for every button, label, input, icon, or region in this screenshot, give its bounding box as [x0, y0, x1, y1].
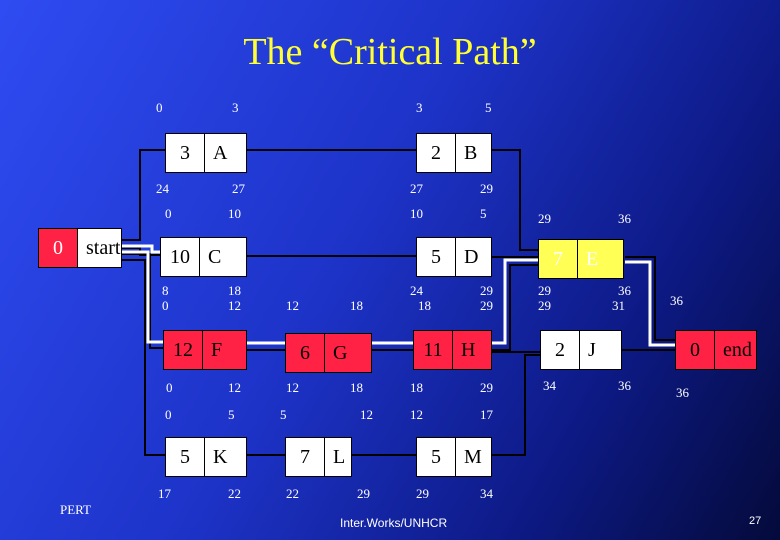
K-es: 0 — [165, 407, 172, 422]
node-E-label: E — [586, 247, 599, 270]
end-time-top: 36 — [670, 293, 683, 308]
node-J[interactable]: 2 J — [540, 330, 622, 370]
M-ef: 17 — [480, 407, 493, 422]
C-ef: 10 — [228, 206, 241, 221]
node-D[interactable]: 5 D — [416, 237, 492, 277]
node-E-duration: 7 — [539, 240, 578, 278]
M-es: 12 — [410, 407, 423, 422]
B-ls: 27 — [410, 181, 423, 196]
M-lf: 34 — [480, 486, 493, 501]
B-lf: 29 — [480, 181, 493, 196]
L-ls: 22 — [286, 486, 299, 501]
C-lf: 18 — [228, 283, 241, 298]
A-es: 0 — [156, 100, 163, 115]
node-M-duration: 5 — [417, 438, 456, 476]
F-es: 0 — [166, 380, 173, 395]
node-M[interactable]: 5 M — [416, 437, 492, 477]
K-ls: 17 — [158, 486, 171, 501]
node-H[interactable]: 11 H — [413, 330, 492, 370]
node-C-duration: 10 — [161, 238, 200, 276]
node-A-duration: 3 — [166, 134, 205, 172]
node-L-duration: 7 — [286, 438, 325, 476]
L-lf: 29 — [357, 486, 370, 501]
D-lf2: 29 — [480, 298, 493, 313]
footer-label-pert: PERT — [60, 502, 92, 517]
L-es: 5 — [280, 407, 287, 422]
node-K-duration: 5 — [166, 438, 205, 476]
node-G-label: G — [333, 341, 348, 364]
node-B-duration: 2 — [417, 134, 456, 172]
node-L[interactable]: 7 L — [285, 437, 352, 477]
D-ls: 24 — [410, 283, 423, 298]
node-F-duration: 12 — [164, 331, 203, 369]
node-C[interactable]: 10 C — [160, 237, 247, 277]
G-es: 12 — [286, 298, 299, 313]
E-ls: 29 — [538, 283, 551, 298]
node-K[interactable]: 5 K — [165, 437, 247, 477]
footer-organization: Inter.Works/UNHCR — [340, 516, 448, 530]
K-ef: 5 — [228, 407, 235, 422]
node-K-label: K — [213, 445, 228, 468]
M-ls: 29 — [416, 486, 429, 501]
G-ef2: 18 — [350, 380, 363, 395]
A-ls: 24 — [156, 181, 169, 196]
E-es: 29 — [538, 211, 551, 226]
G-ef: 18 — [350, 298, 363, 313]
node-G[interactable]: 6 G — [285, 333, 372, 373]
node-F-label: F — [211, 338, 223, 361]
L-ef: 12 — [360, 407, 373, 422]
C-ls2: 0 — [162, 298, 169, 313]
node-A-label: A — [213, 141, 228, 164]
C-ls: 8 — [162, 283, 169, 298]
node-G-duration: 6 — [286, 334, 325, 372]
E-lf2: 31 — [612, 298, 625, 313]
G-es2: 12 — [286, 380, 299, 395]
node-end[interactable]: 0 end — [675, 330, 757, 370]
node-D-duration: 5 — [417, 238, 456, 276]
node-B[interactable]: 2 B — [416, 133, 492, 173]
E-lf: 36 — [618, 283, 631, 298]
C-es: 0 — [165, 206, 172, 221]
D-ef: 5 — [480, 206, 487, 221]
node-E[interactable]: 7 E — [538, 239, 624, 279]
J-es: 34 — [543, 378, 556, 393]
node-start-duration: 0 — [39, 229, 78, 267]
node-F[interactable]: 12 F — [163, 330, 247, 370]
A-ef: 3 — [232, 100, 239, 115]
A-lf: 27 — [232, 181, 245, 196]
C-lf2: 12 — [228, 298, 241, 313]
D-ls2: 18 — [418, 298, 431, 313]
node-start[interactable]: 0 start — [38, 228, 122, 268]
node-J-duration: 2 — [541, 331, 580, 369]
K-lf: 22 — [228, 486, 241, 501]
slide-title: The “Critical Path” — [243, 31, 537, 73]
node-B-label: B — [464, 141, 478, 164]
node-J-label: J — [588, 338, 596, 361]
E-ls2: 29 — [538, 298, 551, 313]
B-ef: 5 — [485, 100, 492, 115]
E-ef: 36 — [618, 211, 631, 226]
D-lf: 29 — [480, 283, 493, 298]
node-M-label: M — [464, 445, 482, 468]
node-L-label: L — [333, 445, 346, 468]
node-H-label: H — [461, 338, 476, 361]
node-A[interactable]: 3 A — [165, 133, 247, 173]
node-D-label: D — [464, 245, 479, 268]
end-time-bottom: 36 — [676, 385, 689, 400]
node-end-label: end — [723, 338, 752, 361]
node-start-label: start — [86, 236, 121, 259]
H-es: 18 — [410, 380, 423, 395]
J-ef: 36 — [618, 378, 631, 393]
D-es: 10 — [410, 206, 423, 221]
node-C-label: C — [208, 245, 222, 268]
page-number: 27 — [749, 515, 762, 527]
node-H-duration: 11 — [414, 331, 453, 369]
F-ef: 12 — [228, 380, 241, 395]
H-ef: 29 — [480, 380, 493, 395]
node-end-duration: 0 — [676, 331, 715, 369]
B-es: 3 — [416, 100, 423, 115]
